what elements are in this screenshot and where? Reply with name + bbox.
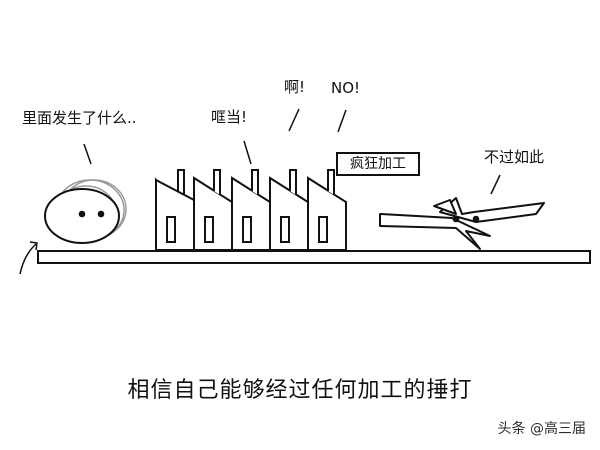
- factory-building-1: [155, 169, 195, 251]
- factory-row: [155, 169, 347, 251]
- factory-building-2: [193, 169, 233, 251]
- speech-what-happened: 里面发生了什么..: [22, 109, 137, 127]
- flattened-blob: [379, 197, 545, 250]
- flat-blob-eye-left: [452, 215, 460, 223]
- factory-building-3: [231, 169, 271, 251]
- caption: 相信自己能够经过任何加工的捶打: [127, 378, 473, 403]
- speech-bang: 哐当!: [211, 108, 248, 126]
- factory-sign: 疯狂加工: [336, 152, 420, 176]
- speech-just-this: 不过如此: [484, 148, 545, 166]
- rotation-arrowhead: [29, 241, 38, 251]
- conveyor-belt: [37, 250, 591, 264]
- blob-eye-right: [97, 210, 105, 218]
- factory-building-5: [307, 169, 347, 251]
- watermark: 头条 @高三届: [497, 421, 586, 437]
- speech-no: NO!: [331, 79, 361, 97]
- speech-pointers: [83, 108, 501, 195]
- blob-eye-left: [78, 210, 86, 218]
- rotation-arrow: [19, 243, 37, 275]
- factory-building-4: [269, 169, 309, 251]
- flat-blob-eye-right: [472, 215, 480, 223]
- speech-ah: 啊!: [284, 78, 306, 96]
